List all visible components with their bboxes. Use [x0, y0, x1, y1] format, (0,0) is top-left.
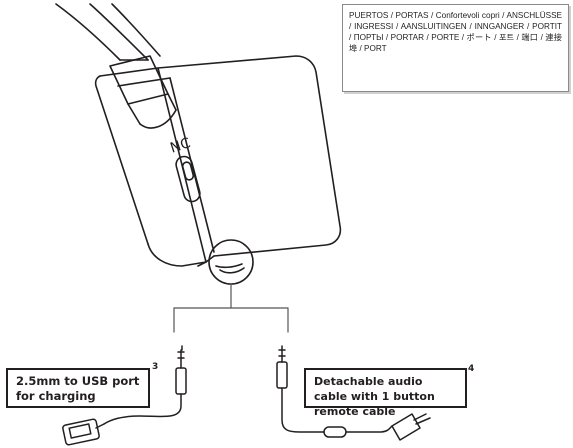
headband — [55, 3, 161, 61]
callout-number-3: 3 — [152, 362, 159, 372]
ear-cup — [94, 55, 342, 267]
audio-cable — [276, 345, 431, 441]
ports-multilingual-label: PUERTOS / PORTAS / Confortevoli copri / … — [342, 4, 569, 92]
callout-usb-charging: 2.5mm to USB port for charging — [6, 368, 150, 408]
port-highlight — [208, 239, 254, 285]
callout-number-4: 4 — [468, 364, 475, 374]
callout-audio-cable: Detachable audio cable with 1 button rem… — [304, 368, 467, 418]
leader-lines — [173, 283, 289, 333]
usb-charging-cable — [62, 345, 187, 446]
headband-slider — [109, 55, 177, 129]
nc-marking: NC — [168, 135, 192, 157]
remote-button — [323, 426, 347, 438]
